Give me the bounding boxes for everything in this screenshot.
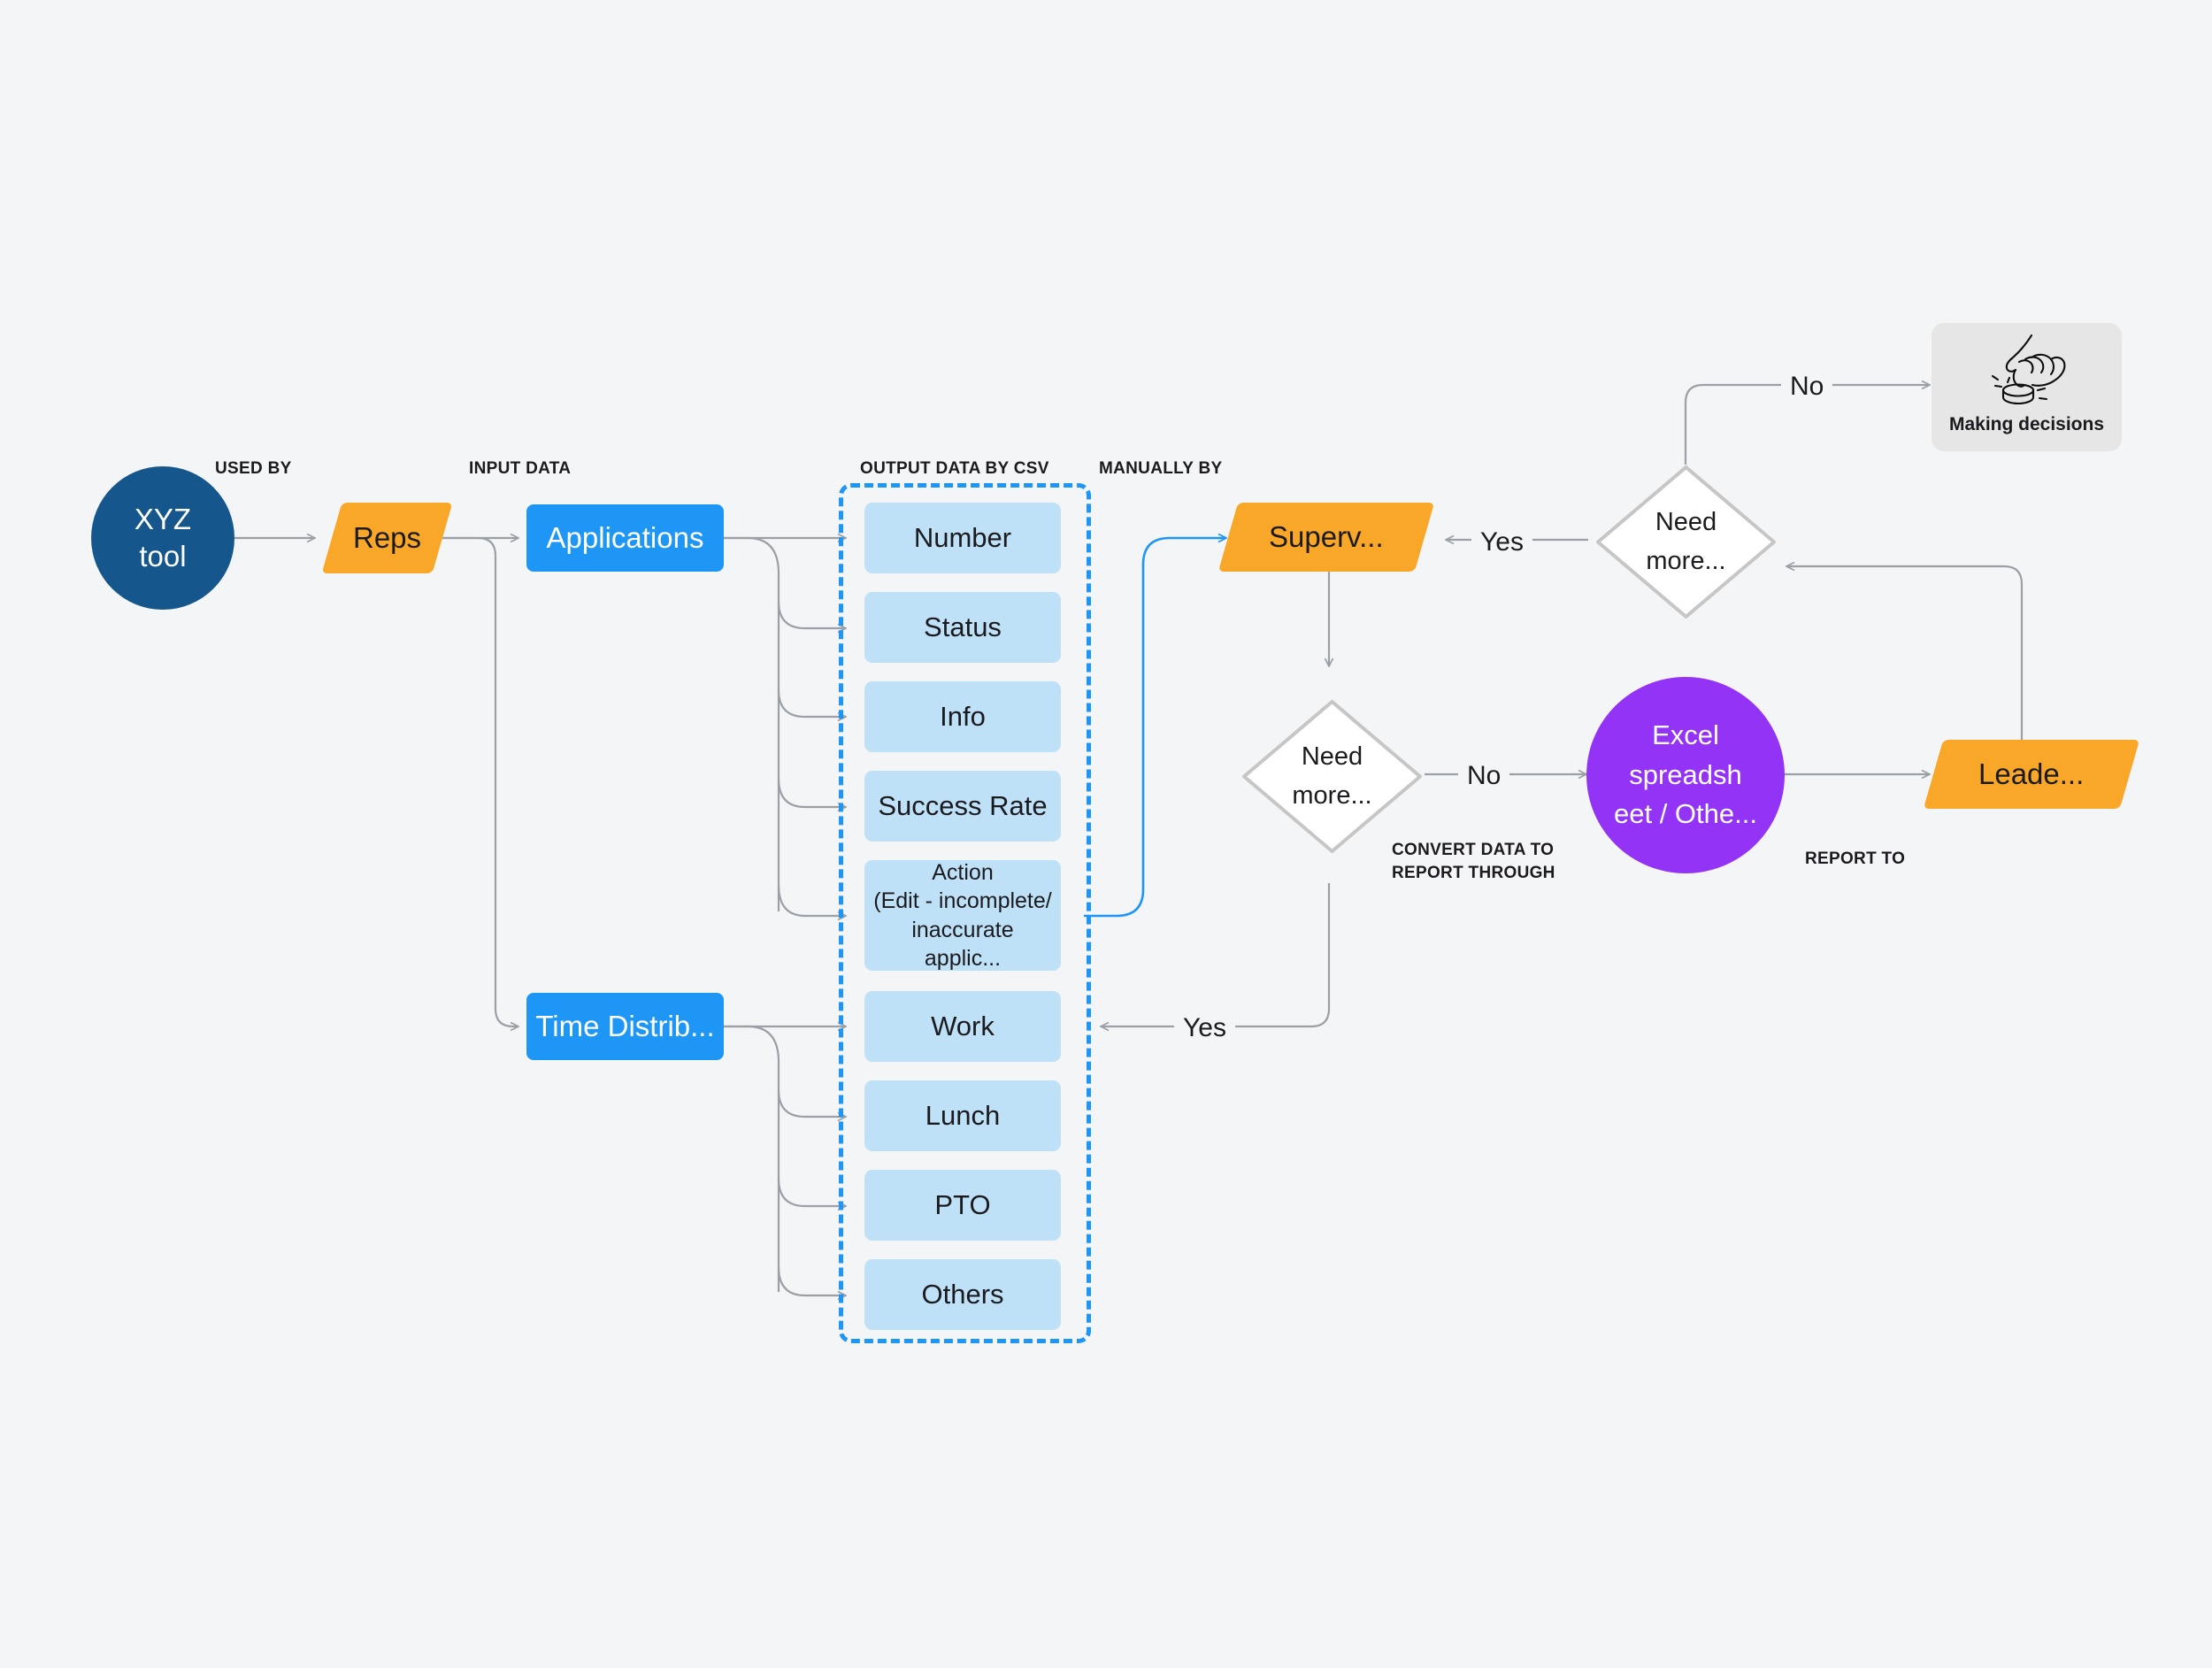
- excel-label-line3: eet / Othe...: [1614, 798, 1757, 830]
- note-making-decisions[interactable]: Making decisions: [1932, 323, 2122, 451]
- decision-top-label: Need more...: [1591, 460, 1781, 624]
- node-supervisor[interactable]: Superv...: [1217, 503, 1435, 572]
- edge-label-no-bottom: No: [1458, 759, 1510, 792]
- edge-label-yes-bottom: Yes: [1174, 1011, 1235, 1044]
- decision-bottom-label: Need more...: [1237, 695, 1427, 858]
- csv-item-pto[interactable]: PTO: [864, 1170, 1061, 1241]
- decision-bottom-shape: [1242, 700, 1422, 853]
- decision-top-line1: Need: [1655, 508, 1717, 536]
- caption-manually-by: MANUALLY BY: [1099, 459, 1223, 478]
- csv-item-info[interactable]: Info: [864, 681, 1061, 752]
- decision-bottom-line1: Need: [1301, 742, 1363, 771]
- node-decision-top[interactable]: Need more...: [1591, 460, 1781, 624]
- csv-item-status[interactable]: Status: [864, 592, 1061, 663]
- decision-top-line2: more...: [1646, 546, 1726, 575]
- leadership-label: Leade...: [1978, 757, 2085, 790]
- excel-label-line2: spreadsh: [1629, 758, 1742, 790]
- node-leadership[interactable]: Leade...: [1923, 740, 2140, 809]
- csv-item-number[interactable]: Number: [864, 503, 1061, 573]
- reps-label: Reps: [352, 521, 422, 554]
- applications-label: Applications: [546, 521, 704, 554]
- node-time-distribution[interactable]: Time Distrib...: [526, 993, 724, 1060]
- excel-label-line1: Excel: [1652, 719, 1719, 750]
- caption-used-by: USED BY: [215, 459, 292, 478]
- node-xyz-tool[interactable]: XYZ tool: [91, 466, 234, 610]
- caption-output-data-by-csv: OUTPUT DATA BY CSV: [860, 459, 1049, 478]
- csv-item-action[interactable]: Action (Edit - incomplete/ inaccurate ap…: [864, 860, 1061, 971]
- csv-output-group-frame: [839, 483, 1091, 1343]
- caption-convert-data-to-report-through: CONVERT DATA TO REPORT THROUGH: [1392, 841, 1555, 882]
- xyz-tool-label-line1: XYZ: [134, 502, 192, 535]
- supervisor-label: Superv...: [1269, 520, 1384, 553]
- csv-item-lunch[interactable]: Lunch: [864, 1080, 1061, 1151]
- node-excel-spreadsheet[interactable]: Excel spreadsh eet / Othe...: [1586, 677, 1785, 873]
- node-decision-bottom[interactable]: Need more...: [1237, 695, 1427, 858]
- node-applications[interactable]: Applications: [526, 504, 724, 572]
- node-reps[interactable]: Reps: [321, 503, 453, 573]
- note-making-decisions-label: Making decisions: [1948, 414, 2105, 434]
- time-distribution-label: Time Distrib...: [535, 1010, 715, 1042]
- caption-report-to: REPORT TO: [1805, 849, 1906, 868]
- xyz-tool-label-line2: tool: [139, 540, 187, 573]
- csv-item-success-rate[interactable]: Success Rate: [864, 771, 1061, 842]
- edge-label-yes-top: Yes: [1471, 526, 1532, 558]
- decision-top-shape: [1596, 465, 1776, 619]
- csv-item-work[interactable]: Work: [864, 991, 1061, 1062]
- caption-input-data: INPUT DATA: [469, 459, 572, 478]
- csv-item-others[interactable]: Others: [864, 1259, 1061, 1330]
- decision-bottom-line2: more...: [1292, 780, 1372, 810]
- hand-pressing-button-icon: [1969, 330, 2085, 412]
- edge-label-no-top: No: [1781, 370, 1833, 403]
